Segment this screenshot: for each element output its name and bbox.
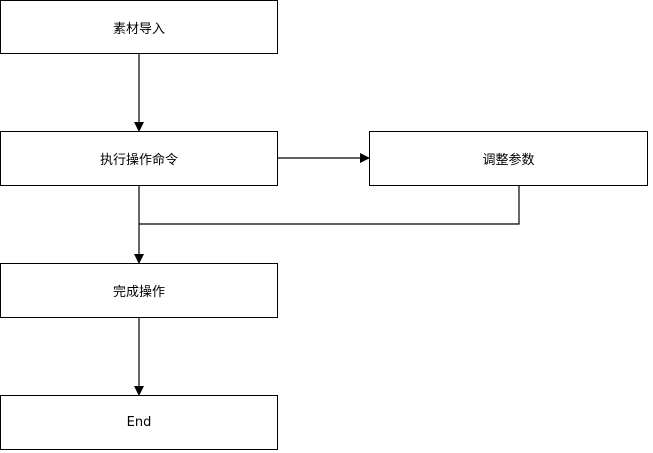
node-end-label: End	[126, 415, 152, 430]
edge-adjust-loop-back	[139, 185, 520, 225]
node-material-import-label: 素材导入	[112, 21, 165, 37]
node-material-import[interactable]: 素材导入	[0, 0, 278, 54]
node-execute-command[interactable]: 执行操作命令	[0, 131, 278, 186]
node-execute-command-label: 执行操作命令	[99, 153, 178, 168]
node-adjust-parameters[interactable]: 调整参数	[369, 131, 648, 186]
node-end[interactable]: End	[0, 395, 278, 450]
node-complete-operation-label: 完成操作	[112, 285, 165, 300]
node-adjust-parameters-label: 调整参数	[482, 153, 535, 168]
node-complete-operation[interactable]: 完成操作	[0, 263, 278, 318]
